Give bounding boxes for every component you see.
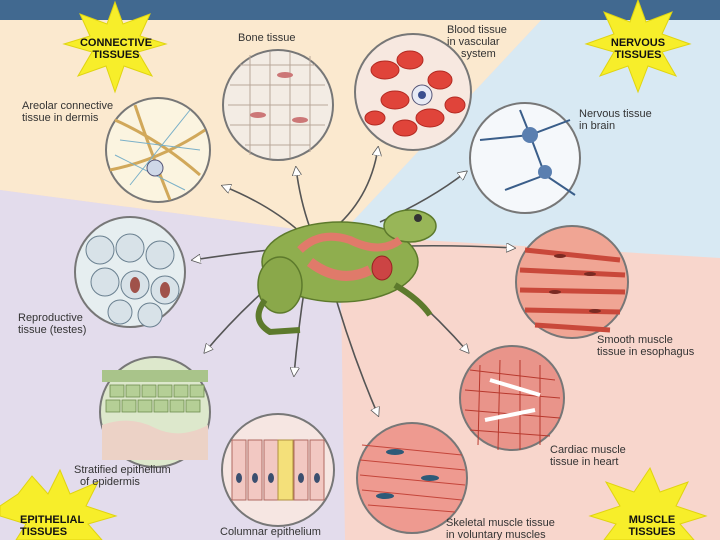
circle-smooth bbox=[515, 225, 629, 339]
frog-illustration bbox=[255, 209, 437, 336]
circle-columnar bbox=[221, 413, 335, 527]
connective-star bbox=[62, 0, 168, 94]
circle-reproductive bbox=[74, 216, 186, 328]
circle-skeletal bbox=[356, 422, 468, 534]
circle-stratified bbox=[99, 356, 211, 468]
bone-tissue-label: Bone tissue bbox=[238, 32, 296, 44]
nervous-star bbox=[584, 0, 692, 94]
epithelial-star bbox=[0, 468, 118, 540]
circle-blood bbox=[354, 33, 472, 151]
circle-cardiac bbox=[459, 345, 565, 451]
muscle-star bbox=[588, 466, 708, 540]
arrow-bone bbox=[296, 168, 311, 229]
circle-bone bbox=[222, 49, 334, 161]
circle-nervous bbox=[469, 102, 581, 214]
arrow-areolar bbox=[223, 186, 301, 233]
circle-areolar bbox=[105, 97, 211, 203]
arrow-smooth bbox=[404, 246, 514, 248]
columnar-epithelium-label: Columnar epithelium bbox=[220, 526, 321, 538]
top-bar bbox=[0, 0, 720, 20]
